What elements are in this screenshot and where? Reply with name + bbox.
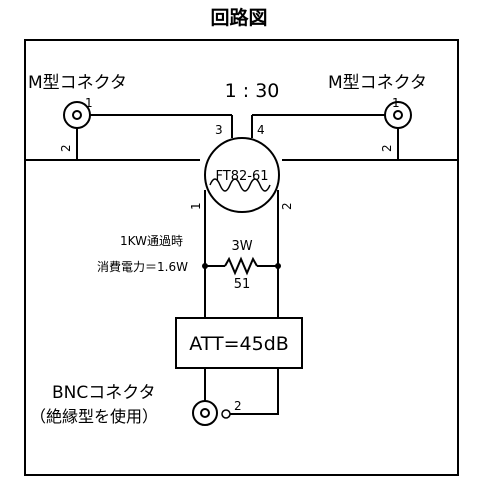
top-wires [25, 114, 458, 161]
toroid-pin-1: 1 [189, 202, 203, 210]
resistor-value: 51 [234, 277, 251, 292]
attenuator-label: ATT=45dB [189, 333, 289, 355]
toroid-label: FT82-61 [216, 169, 269, 184]
left-connector-label: M型コネクタ [28, 73, 127, 93]
bnc-connector [192, 395, 278, 426]
right-connector-pin-1: 1 [392, 96, 400, 110]
bnc-pin-2: 2 [234, 399, 242, 413]
resistor-wattage: 3W [231, 239, 252, 254]
power-note-line1: 1KW通過時 [120, 234, 183, 248]
power-note-line2: 消費電力＝1.6W [97, 259, 188, 274]
outer-frame [24, 39, 459, 476]
bnc-note: （絶縁型を使用） [30, 407, 158, 426]
resistor [202, 256, 281, 276]
left-connector-pin-1: 1 [85, 96, 93, 110]
attenuator-box [175, 317, 303, 369]
right-connector-label: M型コネクタ [328, 73, 427, 93]
right-connector-pin-2: 2 [380, 144, 394, 152]
toroid-pin-3: 3 [215, 123, 223, 137]
turns-ratio: 1 : 30 [225, 80, 280, 102]
toroid-pin-2: 2 [280, 202, 294, 210]
diagram-title: 回路図 [210, 6, 267, 29]
left-connector-pin-2: 2 [59, 144, 73, 152]
toroid-pin-4: 4 [257, 123, 265, 137]
toroid-bottom-leads [204, 190, 279, 415]
toroid-core [204, 137, 280, 213]
bnc-label: BNCコネクタ [52, 383, 156, 403]
